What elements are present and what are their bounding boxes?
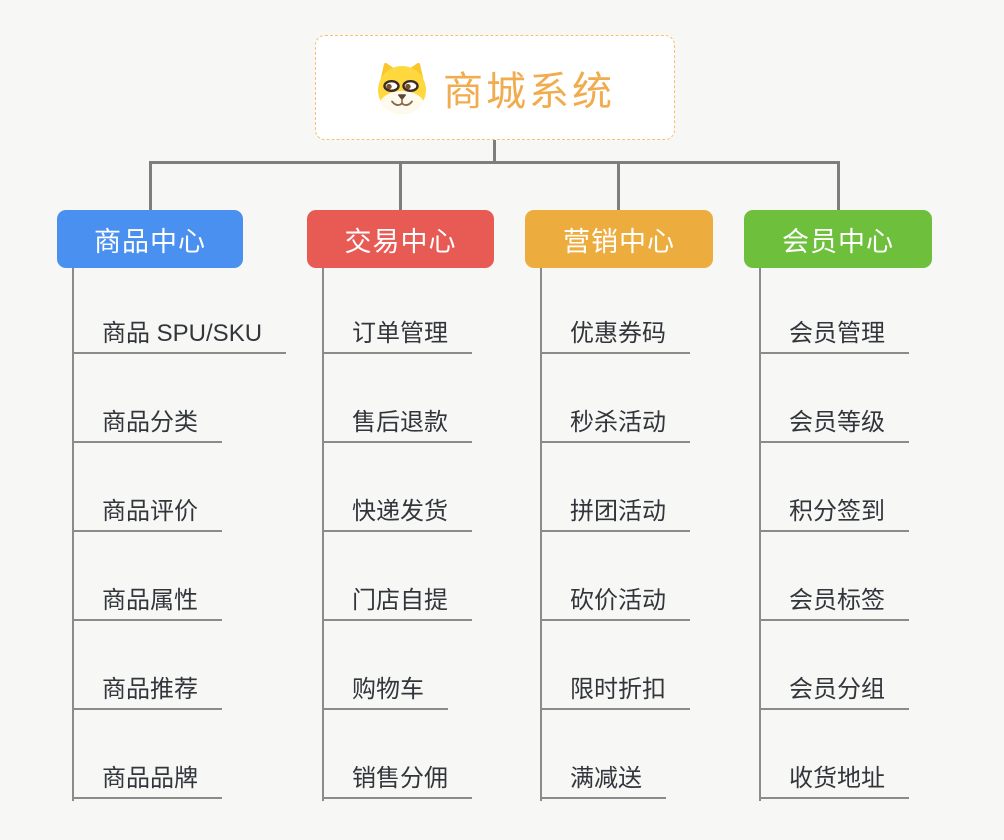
leaf-node[interactable]: 购物车 [322, 672, 448, 710]
connector-drop-2 [399, 161, 402, 210]
leaf-node[interactable]: 销售分佣 [322, 761, 472, 799]
leaf-node[interactable]: 拼团活动 [540, 494, 690, 532]
leaf-node[interactable]: 满减送 [540, 761, 666, 799]
leaf-node[interactable]: 商品品牌 [72, 761, 222, 799]
leaf-node[interactable]: 商品分类 [72, 405, 222, 443]
connector-drop-1 [149, 161, 152, 210]
leaf-node[interactable]: 限时折扣 [540, 672, 690, 710]
branch-node-marketing-center[interactable]: 营销中心 [525, 210, 713, 268]
connector-drop-3 [617, 161, 620, 210]
connector-drop-4 [837, 161, 840, 210]
leaf-node[interactable]: 会员分组 [759, 672, 909, 710]
shiba-dog-icon [378, 62, 426, 114]
branch-trunk-line [759, 268, 761, 801]
leaf-node[interactable]: 会员等级 [759, 405, 909, 443]
leaf-node[interactable]: 门店自提 [322, 583, 472, 621]
branch-trunk-line [322, 268, 324, 801]
branch-trunk-line [540, 268, 542, 801]
root-title: 商城系统 [443, 69, 615, 114]
leaf-node[interactable]: 商品推荐 [72, 672, 222, 710]
leaf-node[interactable]: 收货地址 [759, 761, 909, 799]
leaf-node[interactable]: 会员管理 [759, 316, 909, 354]
leaf-node[interactable]: 商品 SPU/SKU [72, 316, 287, 354]
leaf-node[interactable]: 会员标签 [759, 583, 909, 621]
branch-node-member-center[interactable]: 会员中心 [744, 210, 932, 268]
connector-root-stem [493, 140, 496, 164]
branch-trunk-line [72, 268, 74, 801]
connector-bus [149, 161, 840, 164]
leaf-node[interactable]: 商品评价 [72, 494, 222, 532]
branch-node-product-center[interactable]: 商品中心 [57, 210, 243, 268]
leaf-node[interactable]: 商品属性 [72, 583, 222, 621]
leaf-node[interactable]: 秒杀活动 [540, 405, 690, 443]
leaf-node[interactable]: 优惠券码 [540, 316, 690, 354]
leaf-node[interactable]: 砍价活动 [540, 583, 690, 621]
leaf-node[interactable]: 售后退款 [322, 405, 472, 443]
root-node[interactable]: 商城系统 [315, 35, 675, 140]
leaf-node[interactable]: 快递发货 [322, 494, 472, 532]
branch-node-trade-center[interactable]: 交易中心 [307, 210, 494, 268]
leaf-node[interactable]: 订单管理 [322, 316, 472, 354]
leaf-node[interactable]: 积分签到 [759, 494, 909, 532]
